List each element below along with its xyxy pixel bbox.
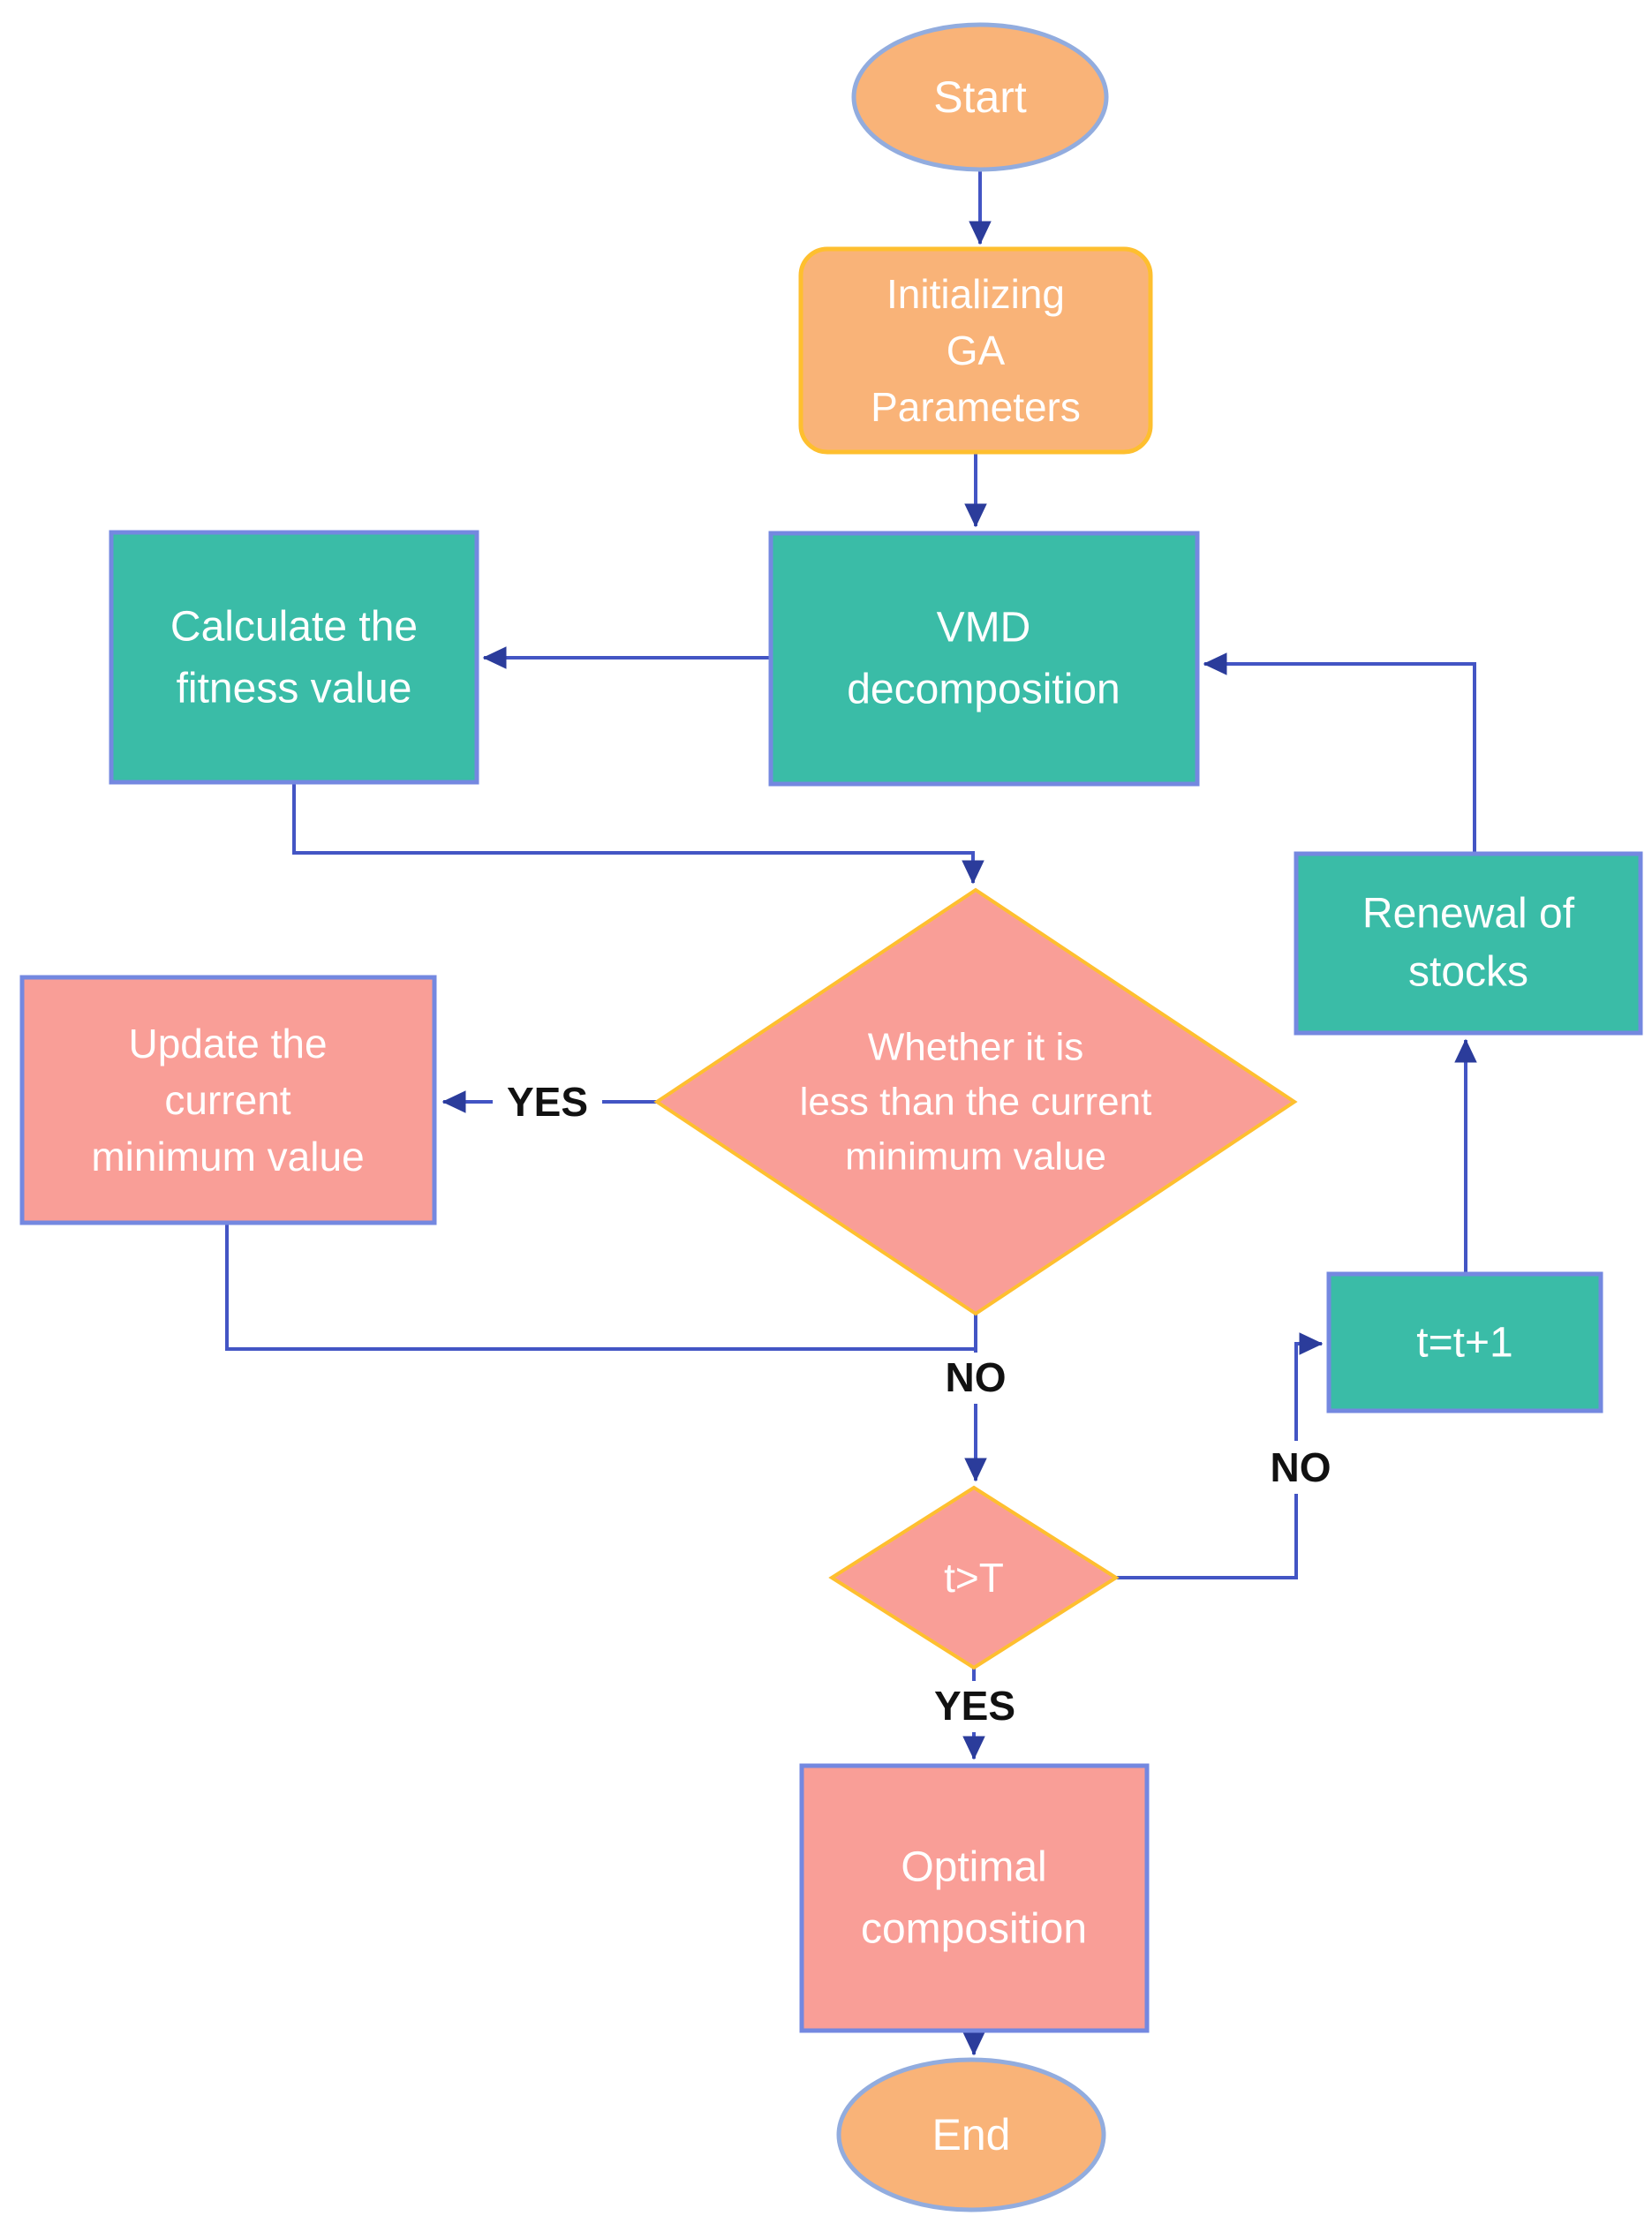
node-increment-t: t=t+1: [1326, 1271, 1603, 1413]
decision-minimum-diamond: [653, 887, 1298, 1316]
edge-label-bg: [1248, 1441, 1353, 1494]
node-update-minimum: Update the current minimum value: [19, 975, 437, 1225]
node-start: Start: [851, 22, 1109, 172]
update-label-line3: minimum value: [91, 1134, 364, 1180]
vmd-label-line1: VMD: [937, 605, 1031, 652]
edge-label-no-loop: NO: [1248, 1441, 1353, 1494]
decision-t-label: t>T: [944, 1555, 1004, 1601]
calc-box: [109, 530, 479, 785]
edge-label-bg: [918, 1681, 1031, 1732]
node-renewal-of-stocks: Renewal of stocks: [1294, 851, 1643, 1036]
edge-label-bg: [493, 1075, 602, 1128]
decision-t-diamond: [828, 1485, 1120, 1670]
calc-label-line1: Calculate the: [170, 604, 418, 651]
edge-label-yes-update-text: YES: [507, 1079, 588, 1125]
edge-label-no-loop-text: NO: [1271, 1444, 1331, 1490]
optimal-box: [799, 1763, 1150, 2033]
start-label: Start: [933, 72, 1027, 122]
edge-label-no-down-text: NO: [946, 1354, 1007, 1400]
init-label-line2: GA: [947, 328, 1006, 373]
update-label-line1: Update the: [128, 1021, 327, 1067]
edge-label-bg: [925, 1353, 1026, 1404]
calc-label-line2: fitness value: [177, 666, 412, 712]
connector-update-loop: [225, 1223, 974, 1351]
increment-label: t=t+1: [1416, 1320, 1512, 1367]
node-initializing-ga-parameters: Initializing GA Parameters: [798, 246, 1153, 455]
edge-label-no-down: NO: [925, 1353, 1026, 1404]
connector-renewal-to-vmd: [1203, 652, 1476, 854]
connector-calc-to-decision: [292, 782, 984, 885]
end-label: End: [932, 2110, 1011, 2159]
update-label-line2: current: [164, 1077, 290, 1123]
start-ellipse: [851, 22, 1109, 172]
node-optimal-composition: Optimal composition: [799, 1763, 1150, 2033]
init-label-line3: Parameters: [871, 384, 1081, 430]
node-end: End: [836, 2057, 1106, 2212]
node-decision-minimum: Whether it is less than the current mini…: [653, 887, 1298, 1316]
decision-minimum-line3: minimum value: [845, 1135, 1106, 1179]
decision-minimum-line1: Whether it is: [868, 1026, 1084, 1069]
edge-label-yes-end-text: YES: [934, 1683, 1015, 1729]
node-vmd-decomposition: VMD decomposition: [768, 531, 1200, 787]
edge-label-yes-end: YES: [918, 1681, 1031, 1732]
end-ellipse: [836, 2057, 1106, 2212]
update-box: [19, 975, 437, 1225]
optimal-label-line2: composition: [861, 1906, 1087, 1953]
node-calculate-fitness: Calculate the fitness value: [109, 530, 479, 785]
renewal-box: [1294, 851, 1643, 1036]
edge-label-yes-update: YES: [493, 1075, 602, 1128]
decision-minimum-line2: less than the current: [800, 1081, 1152, 1124]
vmd-box: [768, 531, 1200, 787]
renewal-label-line2: stocks: [1408, 949, 1528, 996]
init-box: [798, 246, 1153, 455]
optimal-label-line1: Optimal: [901, 1844, 1046, 1891]
increment-box: [1326, 1271, 1603, 1413]
vmd-label-line2: decomposition: [847, 667, 1120, 713]
renewal-label-line1: Renewal of: [1362, 891, 1575, 938]
init-label-line1: Initializing: [886, 271, 1065, 317]
node-decision-t: t>T: [828, 1485, 1120, 1670]
